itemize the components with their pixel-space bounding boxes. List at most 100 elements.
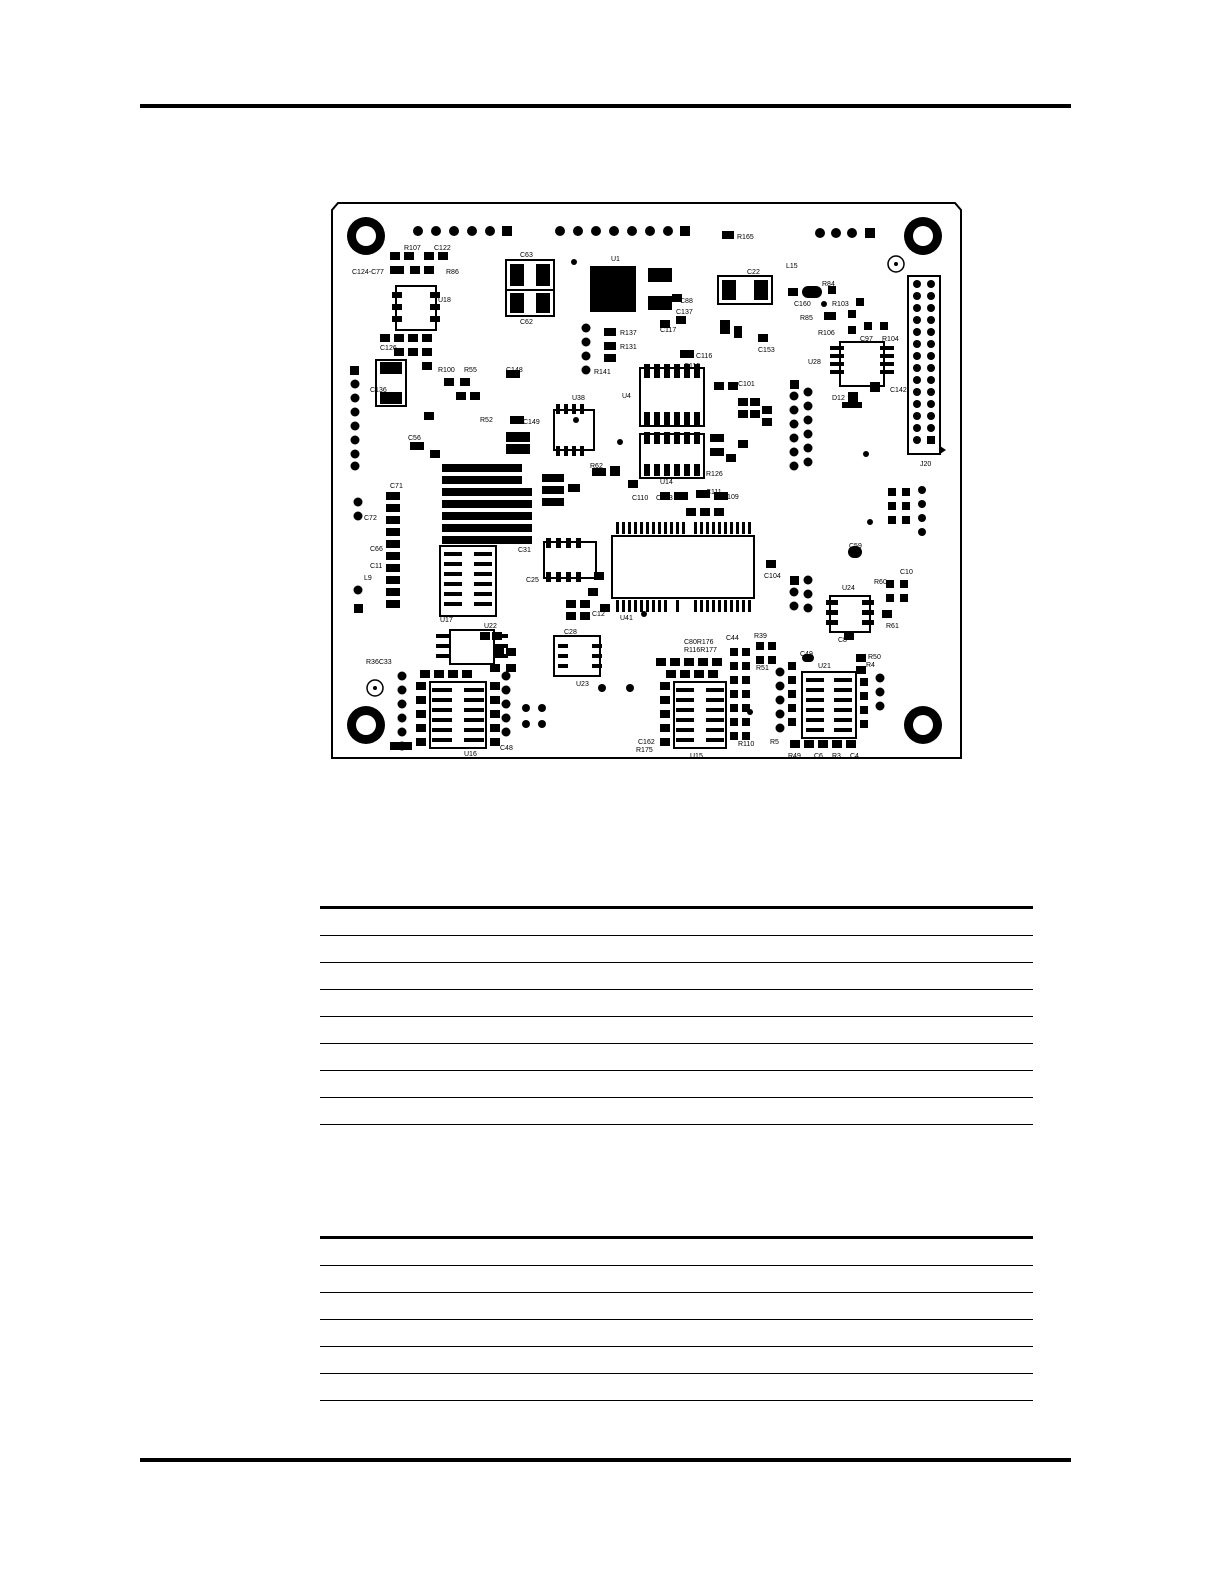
table-row	[320, 963, 1033, 990]
svg-text:C101: C101	[738, 381, 755, 388]
svg-text:R110: R110	[738, 741, 754, 748]
svg-text:R106: R106	[818, 330, 835, 337]
table-row	[320, 936, 1033, 963]
svg-text:D12: D12	[832, 395, 845, 402]
footer-rule	[140, 1458, 1071, 1462]
svg-text:C116: C116	[696, 353, 712, 360]
svg-text:C160: C160	[794, 301, 811, 308]
mounting-hole-bottom-right	[904, 706, 942, 744]
table-1-header-rule	[320, 906, 1033, 909]
svg-text:R84: R84	[822, 281, 835, 288]
svg-text:C111: C111	[706, 489, 722, 496]
svg-text:R85: R85	[800, 315, 813, 322]
svg-text:U15: U15	[690, 753, 703, 760]
svg-text:R137: R137	[620, 330, 637, 337]
svg-text:C88: C88	[680, 298, 693, 305]
mounting-hole-top-left	[347, 217, 385, 255]
svg-text:U4: U4	[622, 393, 631, 400]
svg-text:U28: U28	[808, 359, 821, 366]
svg-text:C10: C10	[900, 569, 913, 576]
svg-text:U23: U23	[576, 681, 589, 688]
svg-text:C97: C97	[860, 336, 873, 343]
svg-text:C126: C126	[380, 345, 397, 352]
svg-text:C4: C4	[850, 753, 859, 760]
svg-text:R60: R60	[874, 579, 887, 586]
svg-text:C48: C48	[500, 745, 513, 752]
svg-text:C62: C62	[520, 319, 533, 326]
svg-text:R175: R175	[636, 747, 653, 754]
svg-text:L15: L15	[786, 263, 798, 270]
svg-text:R100: R100	[438, 367, 455, 374]
svg-text:U41: U41	[620, 615, 633, 622]
svg-text:C153: C153	[758, 347, 775, 354]
svg-text:R39: R39	[754, 633, 767, 640]
pcb-silkscreen-figure: U1 C63 C62 C22 L15 R165 R107 C122 C124-C…	[330, 202, 962, 762]
table-row	[320, 909, 1033, 936]
svg-text:C162: C162	[638, 739, 655, 746]
svg-text:C6: C6	[814, 753, 823, 760]
svg-text:C63: C63	[520, 252, 533, 259]
svg-text:C8: C8	[838, 637, 847, 644]
table-2-header-rule	[320, 1236, 1033, 1239]
svg-text:R62: R62	[590, 463, 603, 470]
svg-text:C109: C109	[722, 494, 739, 501]
svg-text:U24: U24	[842, 585, 855, 592]
svg-text:R49: R49	[788, 753, 801, 760]
pcb-board-drawing: U1 C63 C62 C22 L15 R165 R107 C122 C124-C…	[331, 202, 962, 760]
table-row	[320, 1293, 1033, 1320]
svg-text:C44: C44	[726, 635, 739, 642]
table-row	[320, 1374, 1033, 1401]
table-2	[320, 1236, 1033, 1401]
svg-text:C148: C148	[506, 367, 523, 374]
table-row	[320, 1044, 1033, 1071]
svg-text:R61: R61	[886, 623, 899, 630]
mounting-hole-top-right	[904, 217, 942, 255]
svg-text:C11: C11	[370, 563, 382, 570]
svg-text:R126: R126	[706, 471, 723, 478]
svg-text:C71: C71	[390, 483, 403, 490]
svg-text:U22: U22	[484, 623, 497, 630]
table-row	[320, 1071, 1033, 1098]
table-row	[320, 1239, 1033, 1266]
table-row	[320, 1320, 1033, 1347]
svg-text:C142: C142	[890, 387, 907, 394]
svg-text:C80R176: C80R176	[684, 639, 714, 646]
svg-text:R50: R50	[868, 654, 881, 661]
svg-text:C149: C149	[523, 419, 540, 426]
svg-text:U38: U38	[572, 395, 585, 402]
svg-text:C117: C117	[660, 327, 676, 334]
svg-text:C122: C122	[434, 245, 451, 252]
header-rule	[140, 104, 1071, 108]
svg-text:R141: R141	[594, 369, 611, 376]
svg-text:R51: R51	[756, 665, 769, 672]
svg-text:R104: R104	[882, 336, 899, 343]
svg-text:C25: C25	[526, 577, 539, 584]
svg-text:U14: U14	[660, 479, 673, 486]
svg-text:R36C33: R36C33	[366, 659, 392, 666]
svg-text:C115: C115	[684, 363, 700, 370]
table-row	[320, 1347, 1033, 1374]
svg-text:R107: R107	[404, 245, 421, 252]
svg-text:C124-C77: C124-C77	[352, 269, 384, 276]
svg-text:C22: C22	[747, 269, 760, 276]
svg-text:C137: C137	[676, 309, 693, 316]
svg-text:C31: C31	[518, 547, 531, 554]
svg-text:C56: C56	[408, 435, 421, 442]
svg-text:R5: R5	[770, 739, 779, 746]
svg-text:R103: R103	[832, 301, 849, 308]
svg-text:C28: C28	[564, 629, 577, 636]
table-row	[320, 1266, 1033, 1293]
table-row	[320, 1098, 1033, 1125]
svg-text:R86: R86	[446, 269, 459, 276]
svg-text:C59: C59	[849, 543, 862, 550]
svg-text:R131: R131	[620, 344, 637, 351]
svg-text:U17: U17	[440, 617, 453, 624]
svg-text:C12: C12	[592, 611, 605, 618]
svg-text:C136: C136	[370, 387, 387, 394]
table-row	[320, 990, 1033, 1017]
svg-text:R165: R165	[737, 234, 754, 241]
svg-text:R3: R3	[832, 753, 841, 760]
svg-text:U1: U1	[611, 256, 620, 263]
svg-text:R55: R55	[464, 367, 477, 374]
svg-text:C104: C104	[764, 573, 781, 580]
